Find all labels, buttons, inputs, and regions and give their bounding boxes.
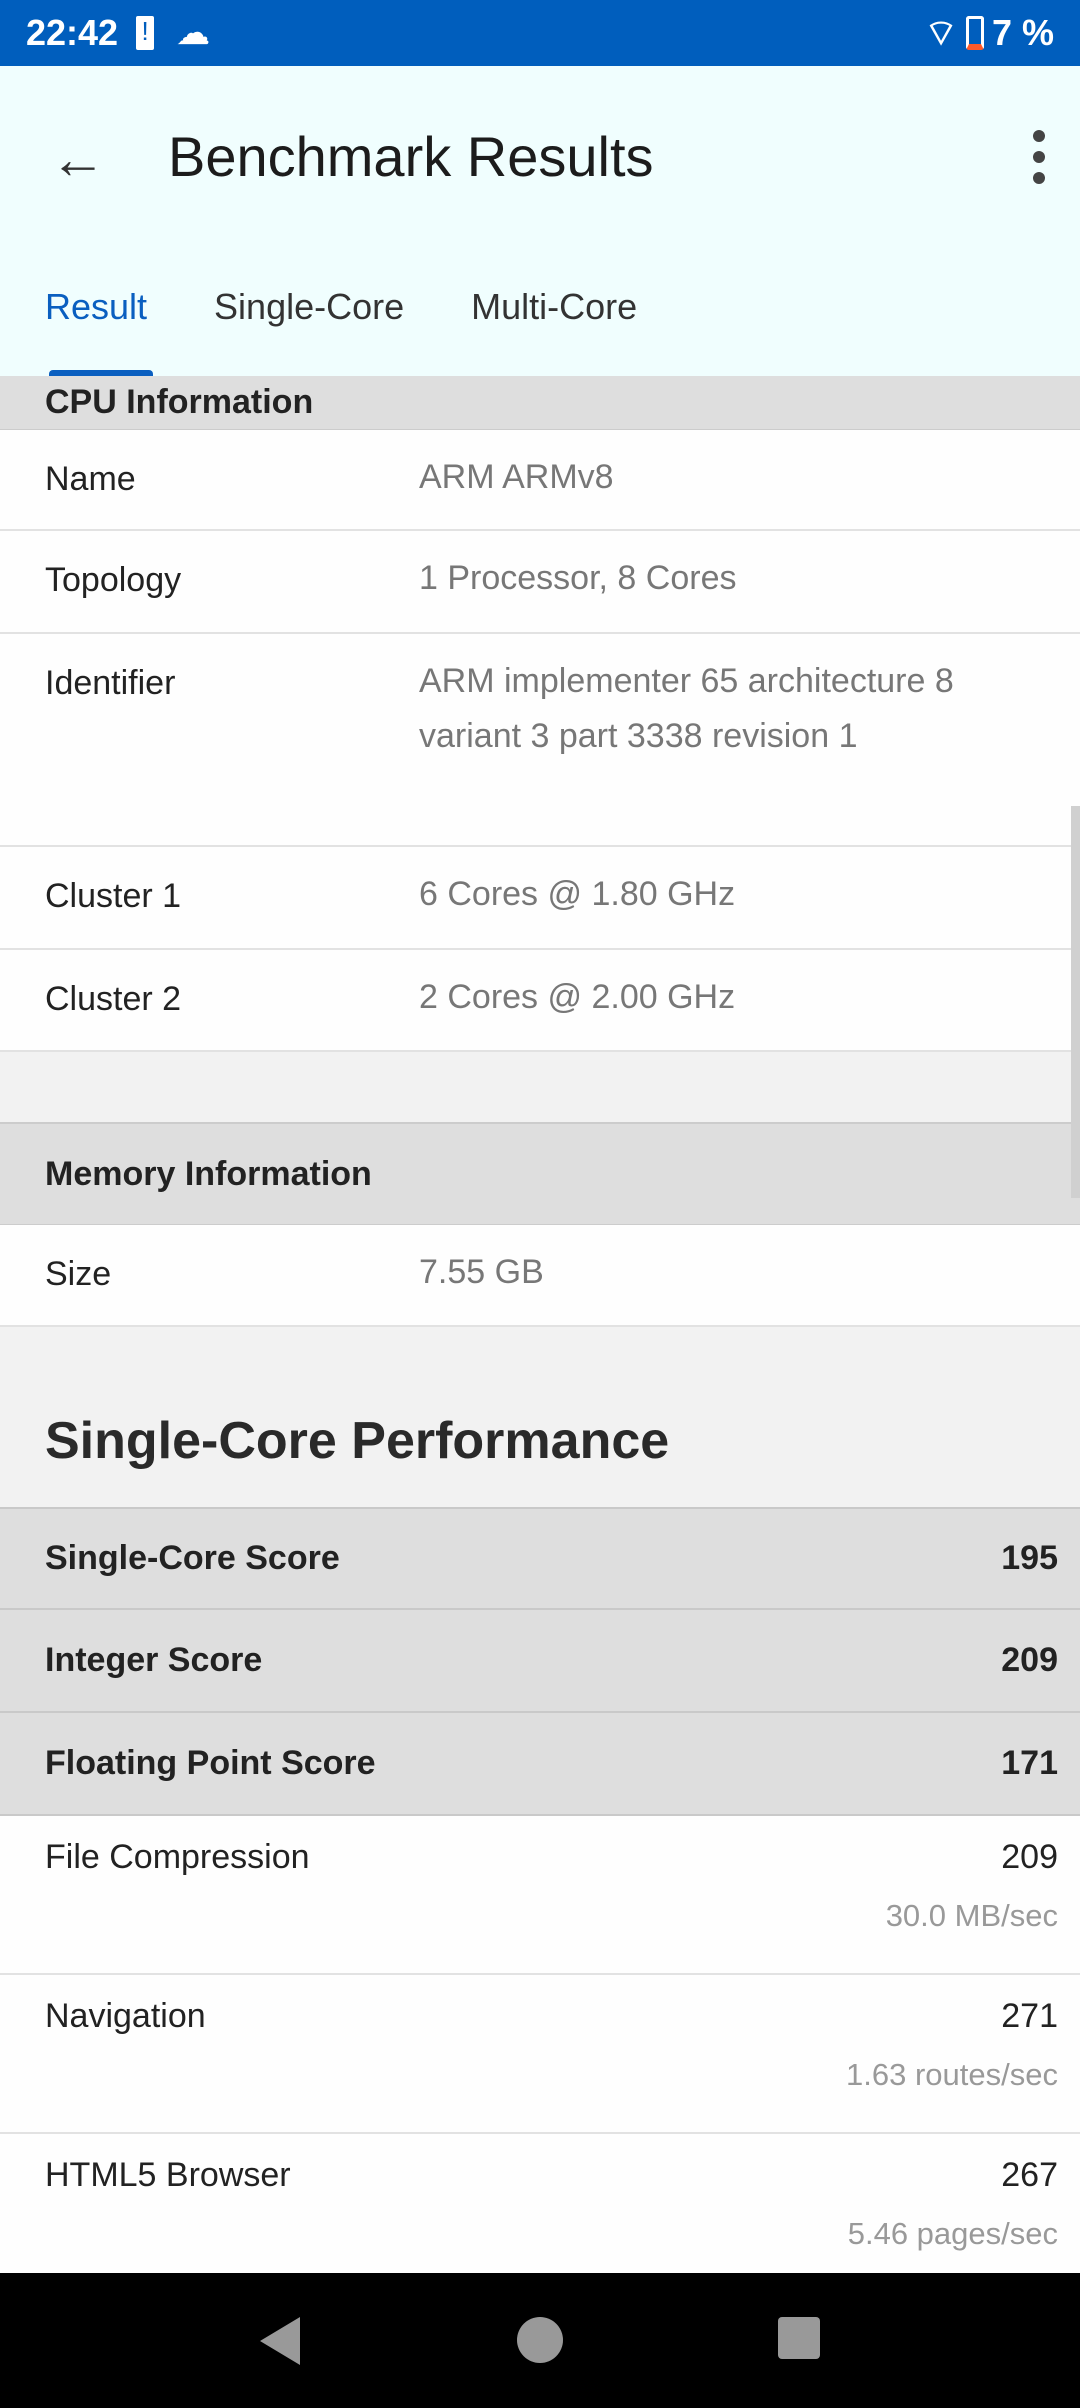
nav-back-icon[interactable]: [260, 2317, 300, 2365]
status-bar: 22:42 ! ☁ ⌔ 7 %: [0, 0, 1080, 66]
benchmark-unit: 1.63 routes/sec: [846, 2057, 1058, 2092]
section-title-wrap: Single-Core Performance: [0, 1327, 1080, 1507]
score-value: 171: [1001, 1744, 1058, 1782]
row-value: 1 Processor, 8 Cores: [419, 559, 737, 597]
wifi-icon: ⌔: [924, 11, 958, 53]
row-value: 6 Cores @ 1.80 GHz: [419, 875, 736, 913]
row-label: Cluster 2: [45, 980, 182, 1018]
benchmark-unit: 30.0 MB/sec: [885, 1898, 1058, 1933]
benchmark-name: Navigation: [45, 1997, 206, 2035]
score-row: Integer Score 209: [0, 1610, 1080, 1713]
nav-home-icon[interactable]: [517, 2317, 563, 2363]
info-row: Topology 1 Processor, 8 Cores: [0, 531, 1080, 634]
score-value: 195: [1001, 1539, 1058, 1577]
nav-recents-icon[interactable]: [778, 2317, 820, 2359]
benchmark-name: File Compression: [45, 1838, 310, 1876]
info-row: Size 7.55 GB: [0, 1225, 1080, 1327]
row-label: Identifier: [45, 664, 176, 702]
benchmark-score: 209: [1001, 1838, 1058, 1876]
row-label: Name: [45, 460, 136, 498]
score-label: Floating Point Score: [45, 1744, 376, 1782]
row-value: 2 Cores @ 2.00 GHz: [419, 978, 736, 1016]
row-label: Cluster 1: [45, 877, 182, 915]
results-content: CPU Information Name ARM ARMv8 Topology 1 …: [0, 376, 1080, 2293]
row-value: 7.55 GB: [419, 1253, 544, 1291]
info-row: Cluster 1 6 Cores @ 1.80 GHz: [0, 847, 1080, 950]
info-row: Identifier ARM implementer 65 architectur…: [0, 634, 1080, 847]
benchmark-score: 271: [1001, 1997, 1058, 2035]
info-row: Cluster 2 2 Cores @ 2.00 GHz: [0, 950, 1080, 1052]
benchmark-unit: 5.46 pages/sec: [847, 2216, 1058, 2251]
info-row: Name ARM ARMv8: [0, 430, 1080, 531]
spacer: [0, 1052, 1080, 1122]
status-time: 22:42: [26, 12, 119, 53]
benchmark-row[interactable]: File Compression 209 30.0 MB/sec: [0, 1816, 1080, 1975]
scrollbar[interactable]: [1071, 806, 1080, 1198]
single-core-title: Single-Core Performance: [45, 1412, 670, 1470]
cpu-section-header: CPU Information: [0, 376, 1080, 430]
row-value: ARM ARMv8: [419, 458, 614, 496]
tab-result[interactable]: Result: [45, 286, 154, 378]
score-row: Floating Point Score 171: [0, 1713, 1080, 1816]
score-label: Single-Core Score: [45, 1539, 340, 1577]
benchmark-score: 267: [1001, 2156, 1058, 2194]
navigation-bar: [0, 2273, 1080, 2408]
score-label: Integer Score: [45, 1641, 263, 1679]
row-value: ARM implementer 65 architecture 8 varian…: [419, 662, 954, 755]
benchmark-row[interactable]: Navigation 271 1.63 routes/sec: [0, 1975, 1080, 2134]
row-label: Size: [45, 1255, 112, 1293]
memory-header-label: Memory Information: [45, 1154, 372, 1193]
benchmark-row[interactable]: HTML5 Browser 267 5.46 pages/sec: [0, 2134, 1080, 2293]
battery-percent: 7 %: [991, 12, 1054, 53]
back-arrow-icon[interactable]: ←: [50, 127, 106, 190]
page-title: Benchmark Results: [168, 125, 654, 188]
score-value: 209: [1001, 1641, 1058, 1679]
tab-bar: Result Single-Core Multi-Core: [0, 286, 659, 378]
app-bar: ← Benchmark Results Result Single-Core M…: [0, 66, 1080, 378]
alert-icon: !: [136, 16, 155, 50]
cloud-icon: ☁: [176, 14, 211, 52]
tab-multi-core[interactable]: Multi-Core: [471, 286, 638, 327]
row-label: Topology: [45, 561, 182, 599]
benchmark-name: HTML5 Browser: [45, 2156, 291, 2194]
score-row: Single-Core Score 195: [0, 1507, 1080, 1610]
memory-section-header: Memory Information: [0, 1122, 1080, 1225]
tab-single-core[interactable]: Single-Core: [214, 286, 405, 327]
cpu-header-label: CPU Information: [45, 383, 314, 421]
battery-icon: [965, 16, 984, 50]
more-options-icon[interactable]: [1024, 130, 1054, 184]
